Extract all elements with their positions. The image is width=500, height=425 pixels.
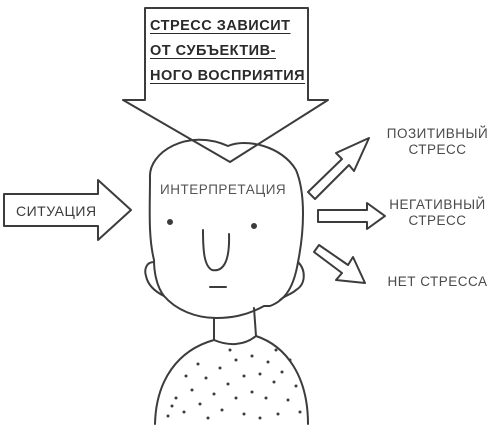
situation-label: СИТУАЦИЯ [16,203,97,219]
right-eye [251,223,257,229]
interpretation-label: ИНТЕРПРЕТАЦИЯ [160,182,287,197]
outcome-none: НЕТ СТРЕССА [380,274,495,290]
arrow-negative [317,202,386,230]
top-arrow-line: СТРЕСС ЗАВИСИТ [150,18,291,34]
outcome-positive: ПОЗИТИВНЫЙ СТРЕСС [380,126,495,157]
outcome-line: НЕТ СТРЕССА [387,274,488,289]
sweater-texture [166,348,302,420]
outcome-line: ПОЗИТИВНЫЙ [386,126,489,141]
top-arrow-text: СТРЕСС ЗАВИСИТ ОТ СУБЪЕКТИВ- НОГО ВОСПРИ… [150,14,306,89]
head-outline [148,138,304,319]
outcome-line: СТРЕСС [408,141,467,157]
outcome-line: НЕГАТИВНЫЙ [389,197,486,212]
left-ear [144,261,165,297]
arrow-none [313,244,366,284]
arrow-positive [307,137,370,200]
situation-arrow [3,179,132,241]
top-down-arrow [122,7,329,163]
outcome-negative: НЕГАТИВНЫЙ СТРЕСС [380,197,495,228]
neck-right [253,307,257,337]
nose [202,229,231,272]
sweater-outline [154,335,309,425]
left-eye [167,219,173,225]
top-arrow-line: ОТ СУБЪЕКТИВ- [150,43,276,59]
right-ear [279,261,305,301]
top-arrow-line: НОГО ВОСПРИЯТИЯ [150,68,306,84]
outcome-line: СТРЕСС [408,212,467,228]
